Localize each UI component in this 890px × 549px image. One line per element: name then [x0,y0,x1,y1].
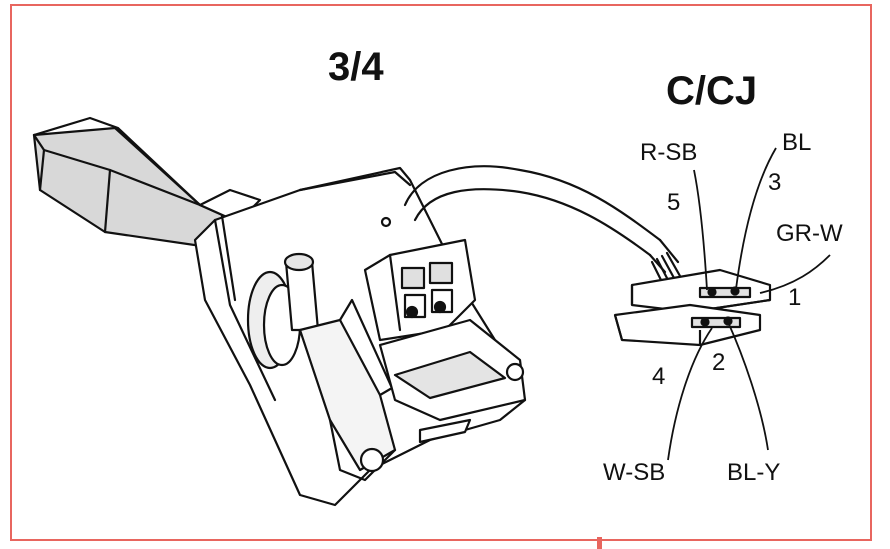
pin-4-number: 4 [652,363,665,390]
wire-harness [403,165,682,284]
leader-lines [667,147,831,461]
pin-2-number: 2 [712,349,725,376]
leader-bl-y [727,321,769,451]
pin-3-wire: BL [782,129,811,156]
pin-5-wire: R-SB [640,139,697,166]
frame-edge [10,539,598,541]
pin-1-wire: GR-W [776,220,843,247]
figure-frame [10,4,872,541]
frame-edge [602,539,872,541]
connector-label: C/CJ [666,69,757,113]
pin-5-number: 5 [667,189,680,216]
leader-gr-w [759,254,831,294]
leader-r-sb [693,169,708,291]
pin-4-wire: W-SB [603,459,665,486]
pin-1-number: 1 [788,284,801,311]
combination-switch-illustration [32,116,527,507]
pin-2-wire: BL-Y [727,459,780,486]
leader-w-sb [667,327,713,461]
leader-bl [735,147,777,290]
frame-tick [597,537,602,549]
pin-3-number: 3 [768,169,781,196]
connector-plug-illustration [613,268,772,347]
model-label: 3/4 [328,45,384,89]
